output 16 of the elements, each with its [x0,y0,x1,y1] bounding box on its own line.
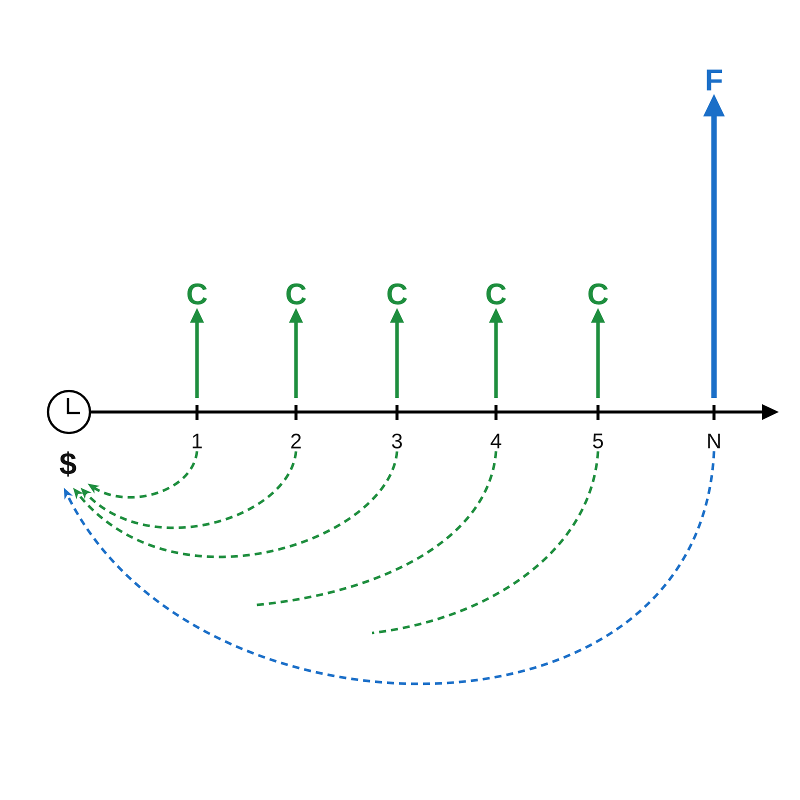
amount-label: F [706,70,722,90]
dashed-curve [256,451,498,606]
period-label: N [708,434,720,448]
amount-label: C [286,283,306,305]
amount-label: C [387,283,408,305]
amount-label: C [187,283,208,305]
dashed-arrow [64,450,716,685]
period-label: 1 [192,434,202,448]
period-label: 5 [593,434,603,448]
period-label: 3 [392,434,402,448]
amount-label: C [486,283,506,305]
dollar-sign: $ [60,451,76,477]
period-label: 4 [490,434,502,448]
period-label: 2 [291,434,301,448]
dashed-curve [372,451,600,634]
amount-label: C [588,283,608,305]
